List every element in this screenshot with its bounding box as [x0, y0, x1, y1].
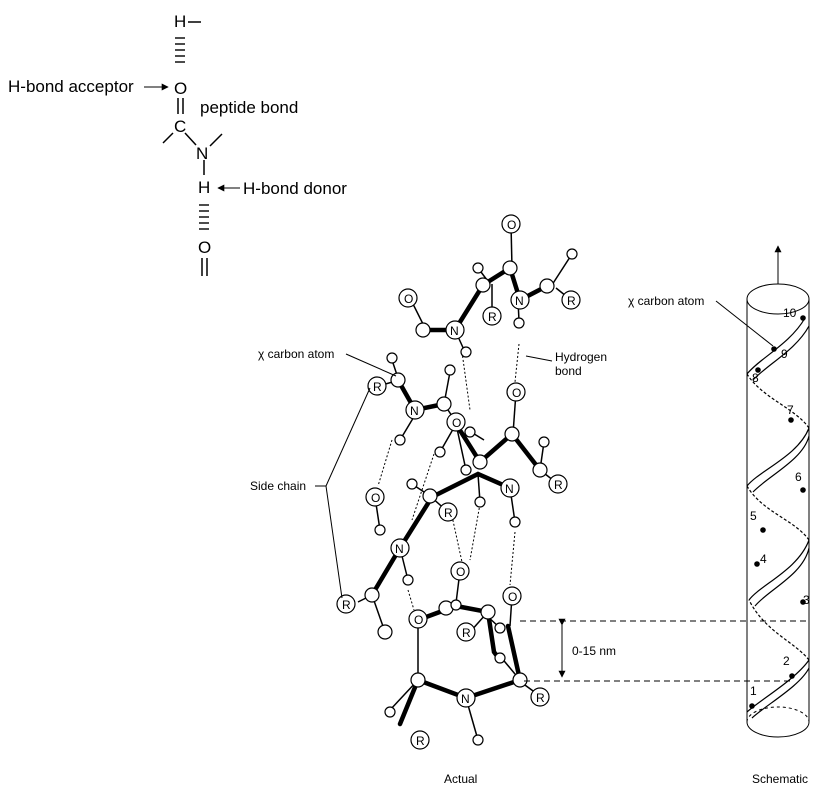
side-chain-label: Side chain [250, 479, 306, 493]
h-bond-hash-top [175, 37, 185, 63]
svg-text:N: N [505, 482, 514, 496]
svg-text:N: N [410, 404, 419, 418]
n-right-bond [209, 133, 223, 147]
svg-text:6: 6 [795, 470, 802, 484]
schematic-chi-carbon-label: χ carbon atom [628, 294, 704, 308]
hydrogen-bond-leader [525, 355, 553, 362]
svg-text:O: O [452, 416, 461, 430]
svg-text:O: O [512, 386, 521, 400]
cylinder-bottom-front [746, 721, 810, 738]
svg-text:N: N [515, 294, 524, 308]
svg-text:O: O [456, 565, 465, 579]
svg-text:R: R [554, 478, 563, 492]
h-donor-atom: H [198, 178, 210, 197]
svg-text:2: 2 [783, 654, 790, 668]
svg-text:O: O [404, 292, 413, 306]
cylinder-top [746, 283, 810, 315]
svg-text:N: N [395, 542, 404, 556]
svg-text:9: 9 [781, 347, 788, 361]
svg-text:8: 8 [752, 371, 759, 385]
hydrogen-bond-label-line1: Hydrogen [555, 350, 607, 364]
svg-text:R: R [462, 626, 471, 640]
hydrogen-bond-label-line2: bond [555, 364, 582, 378]
carbon-atoms [364, 260, 555, 688]
svg-text:R: R [416, 734, 425, 748]
svg-text:3: 3 [803, 593, 810, 607]
distance-label: 0-15 nm [572, 644, 616, 658]
peptide-bond-panel: H O C N H O H-bond acceptor peptide bond… [8, 12, 347, 276]
c-left-bond [162, 132, 174, 144]
svg-text:N: N [450, 324, 459, 338]
schematic-chi-leader [715, 300, 774, 347]
h-top-atom: H [174, 12, 186, 31]
h-bond-acceptor-label: H-bond acceptor [8, 77, 134, 96]
svg-text:R: R [488, 310, 497, 324]
hydrogen-bonds [377, 343, 520, 611]
schematic-helix: 1 2 3 4 5 6 7 8 9 10 χ carbon atom Schem… [628, 245, 810, 786]
side-chain-leader-down [325, 485, 343, 599]
svg-text:R: R [536, 691, 545, 705]
svg-text:R: R [444, 506, 453, 520]
svg-text:O: O [371, 491, 380, 505]
svg-text:1: 1 [750, 684, 757, 698]
backbone-center [397, 471, 513, 551]
hydrogen-atoms [374, 248, 578, 746]
residue-dots [749, 315, 806, 709]
h-bond-donor-label: H-bond donor [243, 179, 347, 198]
side-chain-leader-up [325, 387, 371, 487]
actual-chi-carbon-label: χ carbon atom [258, 347, 334, 361]
c-n-bond [184, 132, 197, 146]
svg-text:R: R [567, 294, 576, 308]
svg-text:R: R [342, 598, 351, 612]
svg-text:N: N [461, 692, 470, 706]
svg-text:7: 7 [787, 403, 794, 417]
svg-text:10: 10 [783, 306, 797, 320]
o-bottom-atom: O [198, 238, 211, 257]
svg-text:O: O [507, 218, 516, 232]
c-atom: C [174, 117, 186, 136]
o-acceptor-atom: O [174, 79, 187, 98]
svg-text:O: O [414, 613, 423, 627]
cylinder-bottom-back [746, 706, 810, 723]
svg-text:4: 4 [760, 552, 767, 566]
oxygen-atoms: O O O O O O O O [365, 214, 526, 629]
svg-text:5: 5 [750, 509, 757, 523]
peptide-bond-label: peptide bond [200, 98, 298, 117]
svg-text:R: R [373, 380, 382, 394]
h-bond-hash-bottom [199, 204, 209, 230]
n-atom: N [196, 144, 208, 163]
side-chain-atoms: R R R R R R R R R [336, 290, 581, 750]
actual-chi-leader [345, 353, 397, 377]
schematic-caption: Schematic [752, 772, 808, 786]
svg-text:O: O [508, 590, 517, 604]
backbone-mid-right [453, 421, 543, 473]
residue-numbers: 1 2 3 4 5 6 7 8 9 10 [750, 306, 810, 698]
actual-helix: O O O O O O O O N N N N N N R R R R R R … [250, 214, 808, 786]
actual-caption: Actual [444, 772, 477, 786]
nitrogen-atoms: N N N N N N [390, 290, 530, 708]
